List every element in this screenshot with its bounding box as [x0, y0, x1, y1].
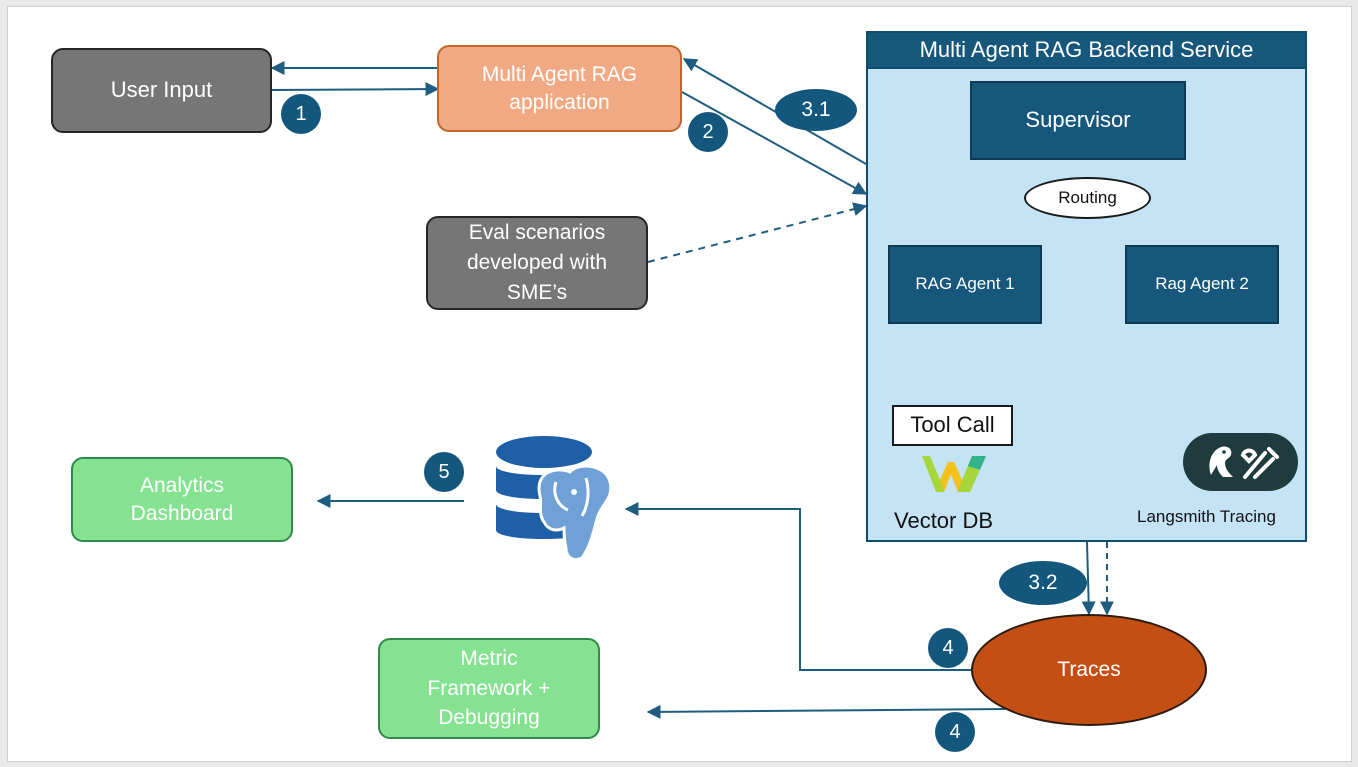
supervisor-label: Supervisor — [1025, 107, 1131, 133]
analytics-dashboard-label-2: Dashboard — [130, 501, 234, 525]
step-label-3-2: 3.2 — [1028, 571, 1058, 594]
step-badge-5: 5 — [424, 452, 464, 492]
routing-label: Routing — [1058, 187, 1117, 207]
metric-framework-box: Metric Framework + Debugging — [378, 638, 600, 739]
metric-framework-label-3: Debugging — [438, 706, 540, 730]
tool-call-box: Tool Call — [892, 405, 1013, 446]
parrot-tools-icon — [1209, 446, 1279, 479]
analytics-dashboard-box: Analytics Dashboard — [71, 457, 293, 542]
step-badge-3-2: 3.2 — [999, 561, 1087, 605]
rag-agent-1-label: RAG Agent 1 — [915, 274, 1015, 294]
step-label-4-lower: 4 — [949, 720, 961, 743]
supervisor-box: Supervisor — [970, 81, 1186, 160]
rag-application-label-2: application — [509, 90, 610, 114]
rag-agent-2-box: Rag Agent 2 — [1125, 245, 1279, 324]
user-input-box: User Input — [51, 48, 272, 133]
step-label-2: 2 — [702, 120, 714, 143]
step-label-1: 1 — [295, 102, 307, 125]
metric-framework-label-2: Framework + — [427, 676, 551, 700]
step-label-5: 5 — [438, 460, 450, 483]
metric-framework-label-1: Metric — [460, 646, 518, 670]
vector-db-label: Vector DB — [894, 508, 994, 533]
arrow-backend-to-traces — [1081, 541, 1096, 616]
postgres-elephant-icon — [496, 436, 613, 562]
langsmith-label: Langsmith Tracing — [1137, 507, 1276, 526]
backend-service-title: Multi Agent RAG Backend Service — [868, 33, 1305, 69]
langsmith-logo — [1183, 433, 1298, 491]
rag-agent-2-label: Rag Agent 2 — [1155, 274, 1249, 294]
routing-ellipse: Routing — [1024, 177, 1151, 219]
eval-scenarios-label-3: SME’s — [506, 280, 568, 304]
step-label-4-upper: 4 — [942, 636, 954, 659]
arrow-user-to-app — [271, 82, 440, 97]
arrow-app-to-backend — [681, 91, 868, 195]
tool-call-label: Tool Call — [910, 412, 995, 438]
eval-scenarios-label-1: Eval scenarios — [468, 221, 606, 245]
traces-label: Traces — [1057, 658, 1121, 682]
rag-agent-1-box: RAG Agent 1 — [888, 245, 1042, 324]
eval-scenarios-label-2: developed with — [466, 251, 608, 275]
arrow-traces-to-database — [624, 502, 972, 671]
traces-ellipse: Traces — [971, 614, 1207, 726]
step-badge-1: 1 — [281, 94, 321, 134]
arrow-eval-to-backend — [647, 202, 868, 263]
step-badge-3-1: 3.1 — [775, 89, 857, 131]
step-badge-2: 2 — [688, 112, 728, 152]
weaviate-logo-icon — [922, 456, 986, 492]
rag-application-label-1: Multi Agent RAG — [481, 63, 638, 87]
step-label-3-1: 3.1 — [801, 98, 831, 121]
user-input-label: User Input — [110, 77, 213, 103]
step-badge-4-lower: 4 — [935, 712, 975, 752]
step-badge-4-upper: 4 — [928, 628, 968, 668]
rag-application-box: Multi Agent RAG application — [437, 45, 682, 132]
eval-scenarios-box: Eval scenarios developed with SME’s — [426, 216, 648, 310]
analytics-dashboard-label-1: Analytics — [139, 474, 225, 498]
arrow-traces-to-metric — [646, 704, 1006, 719]
